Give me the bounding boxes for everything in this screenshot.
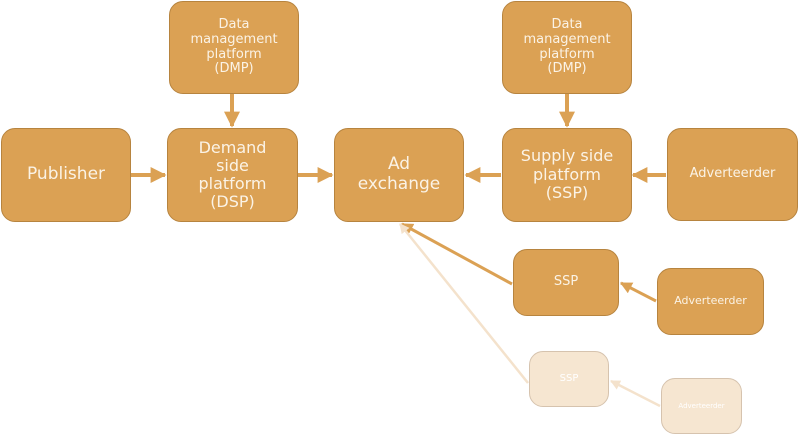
node-label-line: Demand — [198, 138, 267, 158]
node-label: SSP — [553, 274, 579, 290]
node-label: Adverteerder — [678, 401, 725, 410]
node-label: SSP — [559, 373, 579, 385]
node-adverteerder-3[interactable]: Adverteerder — [661, 378, 742, 434]
node-ssp-main[interactable]: Supply side platform (SSP) — [502, 128, 632, 222]
node-ssp-2[interactable]: SSP — [513, 249, 619, 316]
node-dmp-left[interactable]: Data management platform (DMP) — [169, 1, 299, 94]
node-adverteerder-2[interactable]: Adverteerder — [657, 268, 764, 335]
node-label-line: Data — [218, 16, 250, 32]
node-label-line: (DSP) — [210, 191, 255, 211]
node-label-line: platform — [533, 164, 601, 184]
node-dsp[interactable]: Demand side platform (DSP) — [167, 128, 298, 222]
node-label-line: (SSP) — [545, 183, 589, 203]
node-label-line: Ad — [387, 154, 411, 174]
node-ad-exchange[interactable]: Ad exchange — [334, 128, 464, 222]
node-label-line: (DMP) — [547, 61, 587, 77]
node-label-line: exchange — [357, 173, 441, 194]
node-label-line: platform — [539, 46, 595, 62]
edge-adverteerder3-to-ssp3 — [610, 379, 661, 408]
node-label-line: management — [190, 31, 278, 47]
node-label-line: platform — [206, 46, 262, 62]
node-label-line: management — [523, 31, 611, 47]
node-publisher[interactable]: Publisher — [1, 128, 131, 222]
node-label-line: Supply side — [520, 146, 614, 166]
node-ssp-3[interactable]: SSP — [529, 351, 609, 407]
node-label-line: platform — [198, 174, 267, 193]
node-label: Adverteerder — [689, 166, 776, 182]
node-label: Publisher — [26, 164, 106, 185]
node-dmp-right[interactable]: Data management platform (DMP) — [502, 1, 632, 94]
node-label: Adverteerder — [674, 294, 747, 308]
node-label-line: side — [216, 156, 249, 176]
edge-adverteerder2-to-ssp2 — [619, 281, 657, 303]
node-label-line: (DMP) — [214, 61, 254, 77]
node-adverteerder-main[interactable]: Adverteerder — [667, 128, 798, 221]
edge-ssp3-to-ad-exchange — [399, 223, 529, 384]
edge-ssp2-to-ad-exchange — [400, 222, 513, 286]
node-label-line: Data — [551, 16, 583, 32]
